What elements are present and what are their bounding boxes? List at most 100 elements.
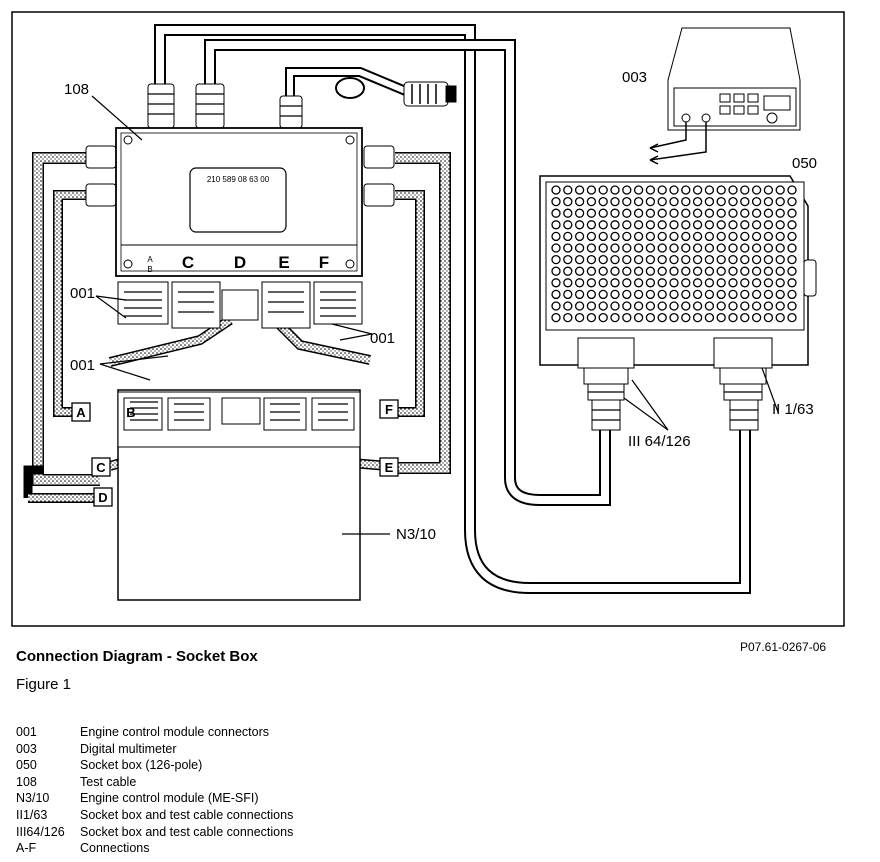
socket-hole xyxy=(775,185,785,195)
socket-hole xyxy=(751,301,762,311)
socket-hole xyxy=(787,312,797,323)
socket-hole xyxy=(574,266,585,276)
socket-hole xyxy=(598,220,608,230)
socket-hole xyxy=(728,312,738,323)
socket-hole xyxy=(787,254,797,265)
socket-hole xyxy=(763,196,774,207)
socket-hole xyxy=(657,185,667,195)
socket-hole xyxy=(657,301,667,311)
legend-text: Socket box and test cable connections xyxy=(80,807,294,822)
socket-hole xyxy=(787,243,797,253)
socket-hole xyxy=(622,208,632,218)
socket-hole xyxy=(669,254,679,265)
socket-hole xyxy=(669,243,679,253)
socket-hole xyxy=(775,312,785,323)
socket-hole xyxy=(728,266,738,276)
socket-hole xyxy=(633,243,644,253)
label-iii-64-126: III 64/126 xyxy=(628,433,691,450)
socket-hole xyxy=(787,231,797,242)
socket-hole xyxy=(633,289,644,300)
socket-hole xyxy=(763,301,774,311)
socket-hole xyxy=(751,185,762,195)
socket-hole xyxy=(598,243,608,253)
socket-hole xyxy=(775,231,785,242)
socket-hole xyxy=(728,185,738,195)
socket-hole xyxy=(622,266,632,276)
socket-hole xyxy=(574,289,585,300)
socket-hole xyxy=(598,254,608,265)
socket-hole xyxy=(669,301,679,311)
socket-hole xyxy=(598,266,608,276)
legend-code: II1/63 xyxy=(16,807,48,822)
socket-hole xyxy=(586,312,597,323)
socket-hole xyxy=(787,289,797,300)
socket-hole xyxy=(763,266,774,276)
socket-hole xyxy=(598,208,608,218)
socket-hole xyxy=(551,266,561,276)
socket-hole xyxy=(692,196,703,207)
socket-hole xyxy=(728,196,738,207)
socket-hole xyxy=(681,266,691,276)
socket-hole xyxy=(645,266,656,276)
socket-hole xyxy=(586,289,597,300)
socket-hole xyxy=(787,196,797,207)
socket-hole xyxy=(645,231,656,242)
label-001-top: 001 xyxy=(70,285,95,302)
socket-hole xyxy=(728,231,738,242)
legend-code: 003 xyxy=(16,741,37,756)
label-001-right: 001 xyxy=(370,330,395,347)
socket-hole xyxy=(681,312,691,323)
box-connection-b: B xyxy=(147,265,152,274)
socket-hole xyxy=(692,243,703,253)
socket-hole xyxy=(763,278,774,288)
socket-hole xyxy=(586,301,597,311)
socket-hole xyxy=(669,312,679,323)
socket-hole xyxy=(551,220,561,230)
label-n310: N3/10 xyxy=(396,526,436,543)
socket-hole xyxy=(681,196,691,207)
socket-hole xyxy=(669,196,679,207)
socket-hole xyxy=(669,289,679,300)
socket-hole xyxy=(669,231,679,242)
socket-hole xyxy=(645,278,656,288)
socket-hole xyxy=(657,312,667,323)
socket-hole xyxy=(563,208,573,218)
sensor-plug xyxy=(335,77,457,107)
socket-hole xyxy=(740,208,750,218)
socket-hole xyxy=(763,185,774,195)
socket-hole xyxy=(598,278,608,288)
socket-hole xyxy=(692,301,703,311)
legend-code: A-F xyxy=(16,841,37,856)
socket-hole xyxy=(657,289,667,300)
socket-hole xyxy=(563,312,573,323)
socket-hole xyxy=(681,231,691,242)
socket-hole xyxy=(633,312,644,323)
socket-hole xyxy=(763,254,774,265)
socket-hole xyxy=(551,312,561,323)
socket-hole xyxy=(716,312,726,323)
legend-code: N3/10 xyxy=(16,791,50,806)
socket-hole xyxy=(586,254,597,265)
socket-hole xyxy=(657,231,667,242)
socket-hole xyxy=(716,208,726,218)
socket-hole xyxy=(751,266,762,276)
socket-hole xyxy=(586,278,597,288)
socket-hole xyxy=(763,312,774,323)
socket-hole xyxy=(622,231,632,242)
box-connection-f: F xyxy=(319,253,329,272)
figure-number: Figure 1 xyxy=(16,676,72,693)
connection-e: E xyxy=(385,460,394,475)
label-001-bottom: 001 xyxy=(70,357,95,374)
socket-hole xyxy=(633,208,644,218)
box-connection-d: D xyxy=(234,253,246,272)
socket-hole xyxy=(751,196,762,207)
socket-hole xyxy=(563,289,573,300)
connection-a: A xyxy=(76,405,86,420)
socket-hole xyxy=(633,278,644,288)
legend-text: Socket box (126-pole) xyxy=(80,758,203,773)
socket-hole xyxy=(551,208,561,218)
socket-hole xyxy=(610,254,620,265)
